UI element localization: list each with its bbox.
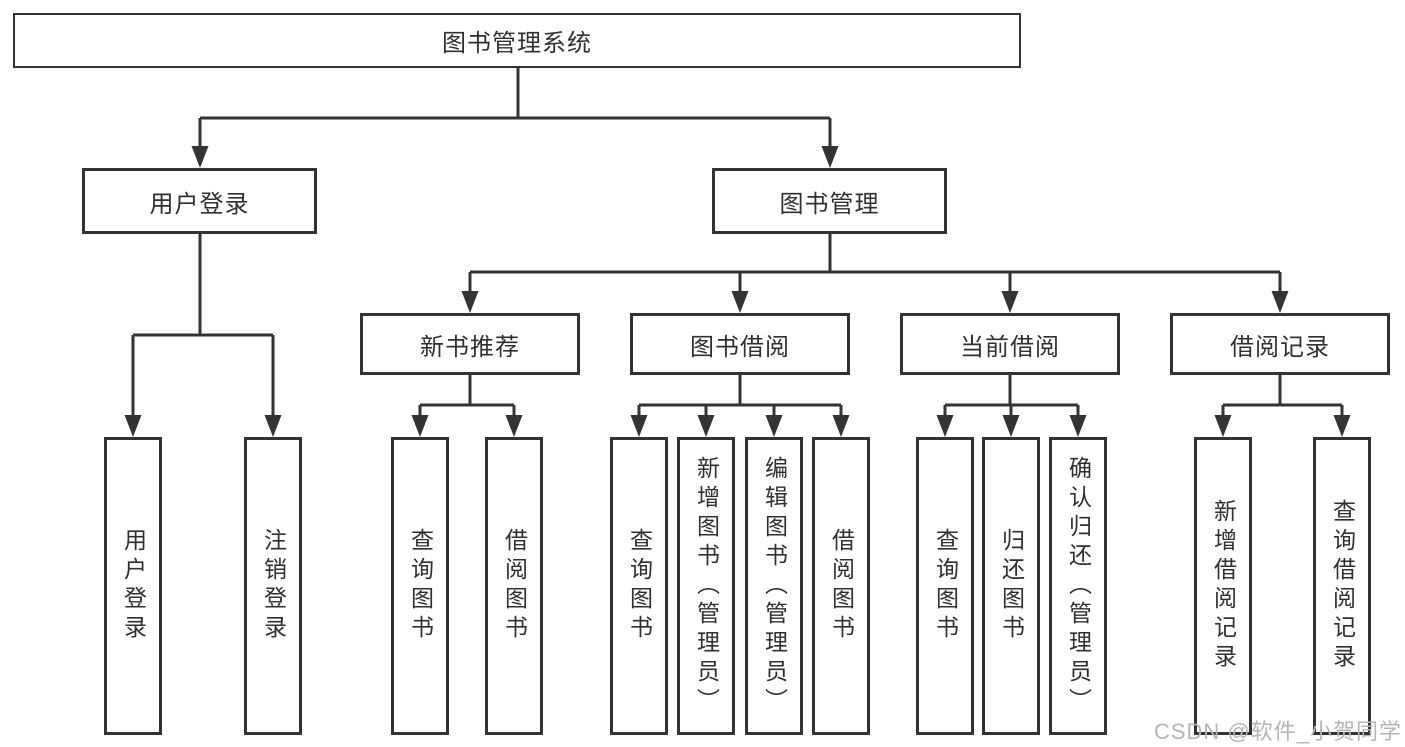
node-borrow-record: 借阅记录 — [1170, 313, 1390, 375]
node-current-borrow: 当前借阅 — [900, 313, 1120, 375]
node-label: 借阅图书 — [828, 528, 855, 644]
node-user-login: 用户登录 — [82, 168, 317, 234]
leaf-query-book-current: 查询图书 — [916, 437, 974, 735]
node-label: 当前借阅 — [960, 333, 1060, 361]
node-label: 查询图书 — [626, 528, 653, 644]
leaf-query-borrow-record: 查询借阅记录 — [1313, 437, 1371, 735]
node-label: 图书管理系统 — [442, 30, 592, 57]
leaf-add-book-admin: 新增图书（管理员） — [677, 437, 735, 735]
arrowhead-icons — [124, 146, 1351, 437]
leaf-logout: 注销登录 — [244, 437, 302, 735]
node-label: 借阅图书 — [501, 528, 528, 644]
node-library-management-system: 图书管理系统 — [13, 13, 1021, 68]
csdn-watermark: CSDN @软件_小贺同学 — [1153, 719, 1402, 744]
node-label: 新书推荐 — [420, 333, 520, 361]
node-label: 注销登录 — [260, 528, 287, 644]
leaf-edit-book-admin: 编辑图书（管理员） — [745, 437, 803, 735]
node-book-management: 图书管理 — [712, 168, 947, 234]
node-label: 编辑图书（管理员） — [761, 455, 788, 717]
node-label: 新增借阅记录 — [1210, 499, 1237, 673]
leaf-confirm-return-admin: 确认归还（管理员） — [1049, 437, 1107, 735]
leaf-borrow-book: 借阅图书 — [812, 437, 870, 735]
node-new-book-recommend: 新书推荐 — [360, 313, 580, 375]
connector-lines — [131, 68, 1344, 419]
leaf-user-login: 用户登录 — [104, 437, 162, 735]
leaf-query-book-borrow: 查询图书 — [610, 437, 668, 735]
leaf-add-borrow-record: 新增借阅记录 — [1194, 437, 1252, 735]
node-label: 借阅记录 — [1230, 333, 1330, 361]
leaf-borrow-book-recommend: 借阅图书 — [485, 437, 543, 735]
node-label: 用户登录 — [149, 190, 250, 218]
node-label: 查询图书 — [932, 528, 959, 644]
leaf-query-book-recommend: 查询图书 — [391, 437, 449, 735]
node-label: 图书借阅 — [690, 333, 790, 361]
node-label: 新增图书（管理员） — [693, 455, 720, 717]
leaf-return-book: 归还图书 — [982, 437, 1040, 735]
node-label: 查询图书 — [407, 528, 434, 644]
node-book-borrow: 图书借阅 — [630, 313, 850, 375]
node-label: 查询借阅记录 — [1329, 499, 1356, 673]
node-label: 确认归还（管理员） — [1065, 455, 1092, 717]
node-label: 图书管理 — [779, 190, 880, 218]
node-label: 归还图书 — [998, 528, 1025, 644]
node-label: 用户登录 — [120, 528, 147, 644]
